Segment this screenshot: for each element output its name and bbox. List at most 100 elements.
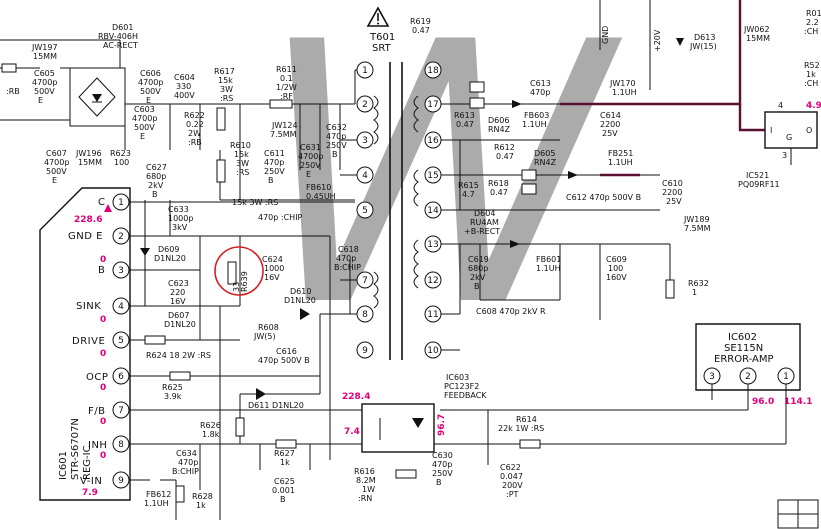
svg-text:SRT: SRT [372, 43, 392, 54]
t601-pin-14: 14 [424, 201, 442, 219]
ic602-label: IC602 SE115N ERROR-AMP [714, 332, 774, 365]
d613-diode [676, 38, 684, 46]
jw197-val: 15MM [33, 52, 57, 61]
ic603-led [412, 418, 424, 428]
c632-label: C632 470p 250V B [326, 123, 347, 159]
svg-text:16V: 16V [264, 273, 280, 282]
svg-text:RU4AM: RU4AM [470, 218, 499, 227]
svg-text:7.5MM: 7.5MM [270, 130, 297, 139]
c607-label: C607 4700p 500V E [44, 149, 69, 185]
svg-text:3: 3 [362, 136, 368, 146]
ic602-pin-2: 2 [739, 367, 757, 385]
svg-text:250V: 250V [432, 469, 453, 478]
voltage-ic603-top: 228.4 [342, 392, 370, 402]
r632-resistor [665, 279, 675, 299]
svg-text:470p: 470p [178, 458, 198, 467]
svg-text:B:CHIP: B:CHIP [334, 263, 361, 272]
c611-label: C611 470p 250V B [264, 149, 285, 185]
svg-text:8.2M: 8.2M [356, 476, 376, 485]
svg-text::RS: :RS [220, 94, 233, 103]
svg-text:B: B [332, 150, 338, 159]
t601-pin-9: 9 [356, 341, 374, 359]
t601-pin-11: 11 [424, 305, 442, 323]
svg-text:GND: GND [601, 26, 610, 44]
svg-text:2200: 2200 [600, 120, 620, 129]
svg-text:1: 1 [692, 288, 697, 297]
svg-text:4700p: 4700p [132, 114, 157, 123]
svg-text:500V: 500V [134, 123, 155, 132]
d611-diode [256, 388, 266, 400]
svg-text:6: 6 [118, 372, 124, 382]
svg-text:680p: 680p [468, 264, 488, 273]
t601-pin-12: 12 [424, 271, 442, 289]
c628-label: 470p :CHIP [258, 213, 303, 222]
d605-label: D605 RN4Z [534, 149, 557, 167]
svg-text:R628: R628 [192, 492, 213, 501]
svg-text:500V: 500V [46, 167, 67, 176]
d604-diode [510, 240, 520, 248]
r625-label: R625 3.9k [162, 383, 183, 401]
t601-pin-2: 2 [356, 95, 374, 113]
t601-pin-16: 16 [424, 131, 442, 149]
svg-text:500V: 500V [34, 87, 55, 96]
svg-text:E: E [52, 176, 57, 185]
svg-text:250V: 250V [300, 161, 321, 170]
svg-text:220: 220 [170, 288, 185, 297]
c630-label: C630 470p 250V B [432, 451, 453, 487]
c605-label: C605 4700p 500V E [32, 69, 57, 105]
voltage-ic521-p4: 4.9 [806, 101, 821, 111]
svg-text:STR-S6707N: STR-S6707N [70, 418, 81, 480]
svg-text::CH: :CH [804, 79, 818, 88]
svg-text:3: 3 [118, 266, 124, 276]
c633-label: C633 1000p 3kV [168, 205, 193, 232]
svg-text:JW(15): JW(15) [689, 42, 717, 51]
warning-icon [366, 6, 390, 27]
ic521-pin-3: 3 [782, 151, 787, 160]
r618-label: R618 0.47 [488, 179, 509, 197]
svg-text:2: 2 [745, 372, 751, 382]
svg-text:7: 7 [118, 406, 124, 416]
svg-text:R619: R619 [410, 17, 431, 26]
svg-text:3kV: 3kV [172, 223, 188, 232]
svg-text:IC603: IC603 [446, 373, 469, 382]
svg-text:22k 1W :RS: 22k 1W :RS [498, 424, 544, 433]
svg-text:5: 5 [362, 206, 368, 216]
t601-left-wiring [320, 139, 357, 315]
c612-label: C612 470p 500V B [566, 193, 641, 202]
svg-text:D1NL20: D1NL20 [154, 254, 186, 263]
ic601-pin-4: 4 SINK [76, 297, 130, 315]
svg-text:D613: D613 [694, 33, 715, 42]
svg-text:3W: 3W [220, 85, 233, 94]
c608-label: C608 470p 2kV R [476, 307, 546, 316]
r627-label: R627 1k [274, 449, 295, 467]
svg-text:16V: 16V [170, 297, 186, 306]
jw124-label: JW124 7.5MM [270, 121, 298, 139]
svg-text:C613: C613 [530, 79, 551, 88]
voltage-pin4-zero: 0 [100, 315, 106, 325]
svg-text:1W: 1W [362, 485, 375, 494]
svg-text:2W: 2W [188, 129, 201, 138]
svg-text:F/B: F/B [88, 406, 105, 417]
svg-text:9: 9 [118, 476, 124, 486]
svg-text::RB: :RB [188, 138, 202, 147]
svg-text:RN4Z: RN4Z [534, 158, 557, 167]
voltage-ic603-right: 96.7 [437, 414, 447, 436]
svg-text:33: 33 [232, 282, 241, 292]
svg-text:R616: R616 [354, 467, 375, 476]
svg-text:3: 3 [709, 372, 715, 382]
svg-text:R613: R613 [454, 111, 475, 120]
svg-text:13: 13 [427, 240, 438, 250]
svg-text:C: C [98, 197, 105, 208]
r619-label: R619 0.47 [410, 17, 431, 35]
svg-text:JW189: JW189 [683, 215, 710, 224]
svg-text:C631: C631 [300, 143, 321, 152]
r618b-resistor [521, 183, 537, 195]
r622-label: R622 0.22 2W :RB [184, 111, 205, 147]
svg-text:C611: C611 [264, 149, 285, 158]
svg-text:10: 10 [427, 346, 439, 356]
svg-text:D1NL20: D1NL20 [164, 320, 196, 329]
jw170-label: JW170 1.1UH [609, 79, 637, 97]
d605-diode [568, 171, 578, 179]
c616-label: C616 470p 500V B [258, 347, 310, 365]
